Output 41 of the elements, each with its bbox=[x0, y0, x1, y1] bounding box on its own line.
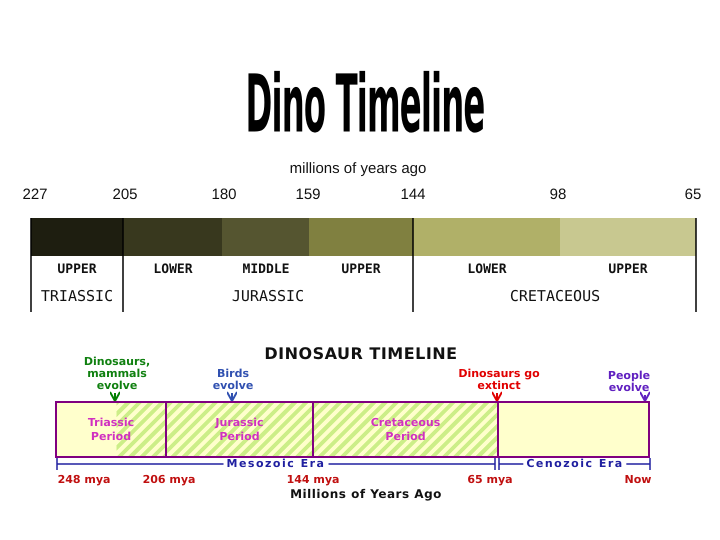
period-name: Cretaceous Period bbox=[370, 416, 442, 444]
tick-label: 227 bbox=[22, 186, 48, 203]
period-box bbox=[312, 401, 499, 458]
period-label: TRIASSIC bbox=[40, 287, 114, 305]
title: Dino Timeline bbox=[246, 58, 484, 150]
period-name: Triassic Period bbox=[86, 416, 136, 444]
tick-label: 98 bbox=[550, 186, 566, 203]
axis-title: millions of years ago bbox=[290, 160, 426, 177]
axis-title: Millions of Years Ago bbox=[290, 487, 442, 501]
arrow bbox=[226, 391, 238, 402]
date-label: 144 mya bbox=[286, 473, 340, 486]
period-name: Jurassic Period bbox=[214, 416, 265, 444]
tick-label: 144 bbox=[400, 186, 426, 203]
epoch-label: LOWER bbox=[467, 262, 507, 277]
epoch-label: MIDDLE bbox=[242, 262, 290, 277]
event-label: People evolve bbox=[599, 370, 659, 394]
tick-label: 159 bbox=[295, 186, 321, 203]
tick-label: 65 bbox=[684, 186, 702, 203]
tick-label: 205 bbox=[112, 186, 138, 203]
arrow bbox=[109, 391, 121, 402]
chart-heading: DINOSAUR TIMELINE bbox=[264, 344, 458, 363]
arrow bbox=[639, 391, 651, 402]
date-label: Now bbox=[624, 473, 652, 486]
period-label: CRETACEOUS bbox=[510, 287, 600, 305]
period-label: JURASSIC bbox=[232, 287, 304, 305]
era-label: Cenozoic Era bbox=[523, 457, 627, 470]
period-box bbox=[165, 401, 314, 458]
date-label: 65 mya bbox=[467, 473, 513, 486]
epoch-label: UPPER bbox=[341, 262, 381, 277]
event-label: Dinosaurs, mammals evolve bbox=[75, 356, 159, 392]
date-label: 248 mya bbox=[58, 473, 110, 486]
tick-label: 180 bbox=[211, 186, 237, 203]
era-label: Mesozoic Era bbox=[224, 457, 328, 470]
event-label: Birds evolve bbox=[203, 368, 263, 392]
epoch-label: LOWER bbox=[153, 262, 193, 277]
arrow bbox=[491, 391, 503, 402]
event-label: Dinosaurs go extinct bbox=[457, 368, 541, 392]
epoch-label: UPPER bbox=[57, 262, 97, 277]
period-box bbox=[55, 401, 167, 458]
date-label: 206 mya bbox=[142, 473, 196, 486]
epoch-label: UPPER bbox=[608, 262, 648, 277]
